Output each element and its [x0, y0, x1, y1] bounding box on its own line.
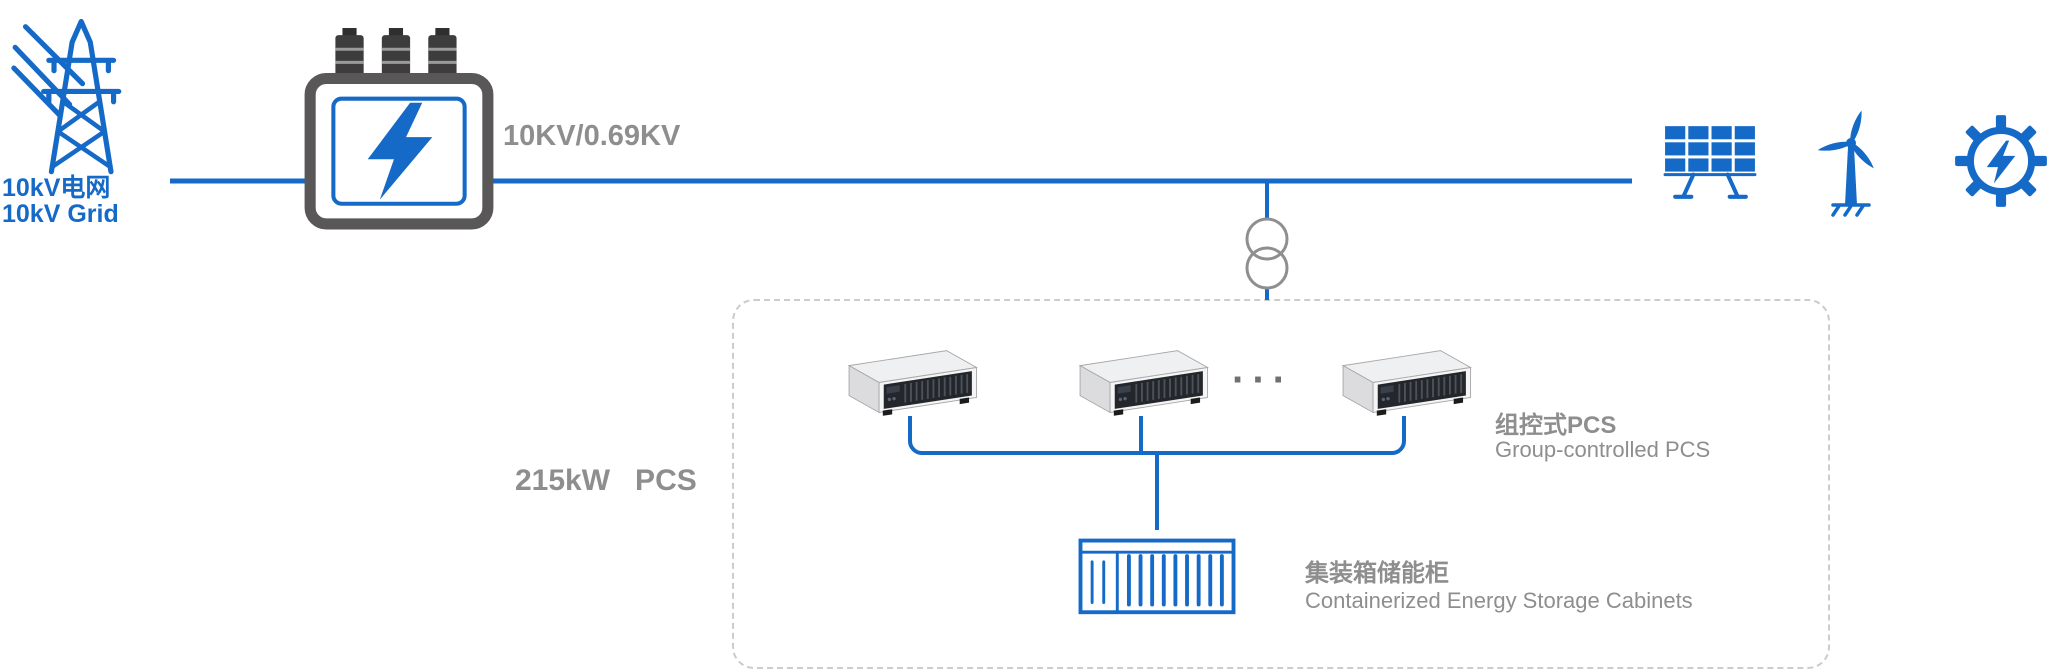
transmission-tower-icon	[10, 8, 155, 180]
ellipsis-label: ···	[1232, 358, 1293, 402]
transformer-icon	[303, 26, 495, 233]
container-icon	[1074, 527, 1240, 619]
gear-lightning-icon	[1950, 110, 2052, 212]
pcs-power-label: 215kW PCS	[515, 464, 697, 497]
voltage-ratio-label: 10KV/0.69KV	[503, 120, 681, 152]
pcs-unit-icon	[1070, 345, 1212, 420]
pcs-unit-icon	[1333, 345, 1475, 420]
grid-label-cn: 10kV电网	[2, 174, 111, 202]
pcs-group-label-cn: 组控式PCS	[1495, 412, 1617, 439]
container-label-en: Containerized Energy Storage Cabinets	[1305, 588, 1693, 613]
pcs-bus-line	[908, 416, 1406, 455]
lightning-bolt-icon	[367, 102, 433, 200]
pcs-unit-icon	[839, 345, 981, 420]
grid-label-en: 10kV Grid	[2, 200, 119, 228]
solar-panel-icon	[1657, 116, 1763, 212]
battery-icon	[335, 28, 457, 77]
container-label-cn: 集装箱储能柜	[1305, 560, 1449, 587]
pcs-group-box	[732, 299, 1830, 669]
wind-turbine-icon	[1805, 105, 1900, 217]
pcs-group-label-en: Group-controlled PCS	[1495, 437, 1711, 462]
double-winding-icon	[1245, 217, 1289, 290]
